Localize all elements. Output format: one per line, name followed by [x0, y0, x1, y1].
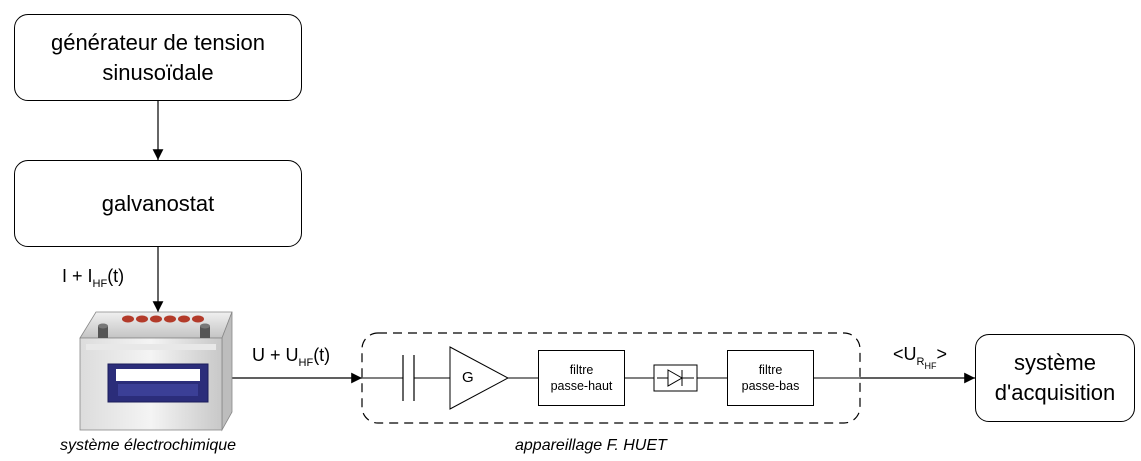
galvanostat-block[interactable]: galvanostat — [14, 160, 302, 247]
output-signal-sub: RHF — [916, 356, 937, 371]
highpass-label-line2: passe-haut — [550, 379, 613, 393]
voltage-signal-sub: HF — [298, 357, 314, 369]
current-signal-label: I + IHF(t) — [62, 266, 124, 290]
acquisition-label-line1: système — [1014, 350, 1096, 375]
acquisition-label-line2: d'acquisition — [994, 380, 1116, 405]
amplifier-icon[interactable] — [449, 346, 510, 410]
output-signal-open: <U — [893, 344, 917, 364]
amplifier-gain-label: G — [462, 369, 474, 386]
voltage-signal-tail: (t) — [313, 345, 331, 365]
acquisition-block[interactable]: système d'acquisition — [975, 334, 1135, 422]
output-signal-sub-r: R — [916, 356, 925, 368]
generator-label-line1: générateur de tension — [50, 29, 266, 55]
lowpass-filter-block[interactable]: filtre passe-bas — [727, 350, 814, 406]
output-signal-close: > — [936, 344, 947, 364]
apparatus-frame — [361, 332, 861, 424]
apparatus-caption: appareillage F. HUET — [515, 437, 667, 454]
generator-label-line2: sinusoïdale — [102, 59, 214, 85]
galvanostat-label: galvanostat — [101, 190, 215, 216]
battery-caption: système électrochimique — [60, 437, 237, 454]
generator-block[interactable]: générateur de tension sinusoïdale — [14, 14, 302, 101]
current-signal-tail: (t) — [107, 266, 125, 286]
diode-icon[interactable] — [653, 364, 698, 392]
highpass-filter-block[interactable]: filtre passe-haut — [538, 350, 625, 406]
lowpass-label-line2: passe-bas — [741, 379, 800, 393]
battery-icon — [79, 311, 233, 432]
voltage-signal-label: U + UHF(t) — [252, 345, 330, 369]
highpass-label-line1: filtre — [569, 363, 594, 377]
capacitor-icon — [402, 355, 415, 401]
output-signal-label: <URHF> — [893, 344, 947, 371]
current-signal-main: I + I — [62, 266, 93, 286]
output-signal-subsub: HF — [924, 361, 937, 371]
lowpass-label-line1: filtre — [758, 363, 783, 377]
voltage-signal-main: U + U — [252, 345, 299, 365]
current-signal-sub: HF — [92, 278, 108, 290]
